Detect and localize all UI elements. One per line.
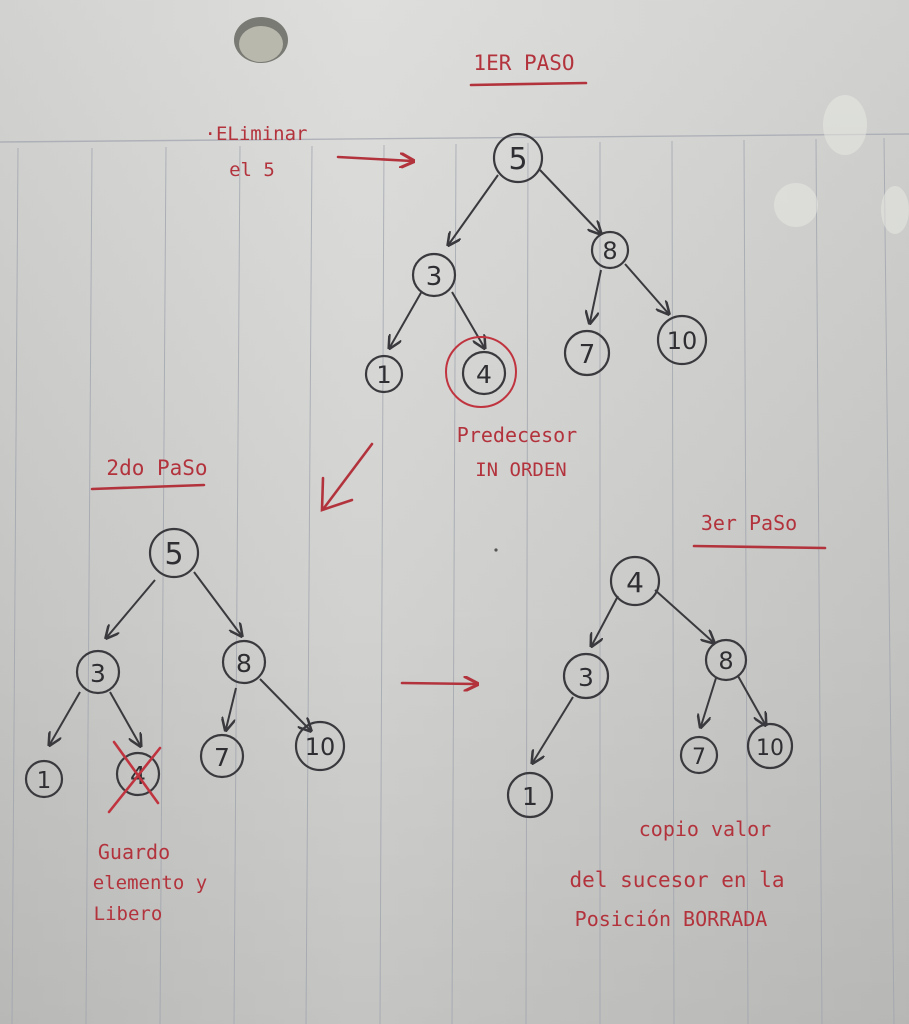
tree-node-highlighted: 4 [461,350,507,396]
svg-text:3: 3 [426,262,443,292]
tape-residue [774,95,909,234]
predecesor-note-line1: Predecesor [457,423,577,447]
svg-text:4: 4 [626,566,644,599]
tree-node: 8 [704,638,748,682]
pencil-dot [494,548,498,552]
step3-underline [692,544,827,550]
tree-node: 10 [746,722,794,770]
tree-node: 10 [656,314,708,366]
step2-underline [90,483,206,491]
tree-node: 7 [563,329,611,377]
svg-text:1: 1 [522,782,538,811]
tree-node: 3 [562,652,610,700]
svg-text:3: 3 [578,663,594,692]
tree-node: 1 [364,354,404,394]
svg-text:7: 7 [692,745,706,770]
arrow-down-left-icon [322,442,374,510]
svg-text:10: 10 [667,327,698,355]
svg-text:8: 8 [236,649,252,678]
svg-text:5: 5 [164,537,183,572]
eliminar-note-line1: ·ELiminar [205,123,308,145]
tree-step3: 4 3 8 1 7 10 [506,555,794,819]
svg-text:1: 1 [37,768,52,794]
eliminar-note-line2: el 5 [229,159,275,181]
step3-heading: 3er PaSo [701,511,797,535]
tree-node: 1 [24,759,64,799]
tree-node: 3 [75,649,121,695]
svg-text:7: 7 [214,743,230,772]
svg-text:10: 10 [305,733,336,761]
svg-text:8: 8 [602,237,617,265]
arrow-right-icon [336,157,412,161]
step2-heading: 2do PaSo [106,456,207,480]
ruled-lines [0,133,909,1024]
copio-note-line2: del sucesor en la [570,868,785,892]
cross-mark-icon [107,740,162,814]
punch-hole-icon [234,17,288,63]
tree-node: 4 [609,555,661,607]
svg-text:3: 3 [90,659,106,688]
svg-text:10: 10 [756,736,784,761]
tree-node: 1 [506,771,554,819]
step1-underline [469,81,588,87]
tree-step1: 5 3 8 1 4 7 10 [364,132,708,408]
svg-text:4: 4 [476,360,492,389]
predecesor-note-line2: IN ORDEN [475,459,567,481]
svg-text:1: 1 [376,361,391,389]
svg-text:8: 8 [718,647,733,675]
highlight-ring [445,336,517,408]
tree-node: 8 [221,639,267,685]
tree-node: 8 [590,230,630,270]
copio-note-line1: copio valor [639,817,771,841]
tree-step2: 5 3 8 1 4 7 10 [24,527,346,814]
tree-node: 3 [411,252,457,298]
guardo-note-line1: Guardo [98,840,170,864]
svg-text:7: 7 [579,340,596,370]
tree-node: 5 [148,527,200,579]
guardo-note-line3: Libero [94,903,163,925]
tree-node: 7 [199,733,245,779]
guardo-note-line2: elemento y [93,872,207,894]
arrow-right-icon [400,683,476,684]
copio-note-line3: Posición BORRADA [575,907,768,931]
tree-node: 7 [679,735,719,775]
svg-text:5: 5 [508,142,527,177]
step1-heading: 1ER PASO [473,51,574,75]
tree-node: 5 [492,132,544,184]
tree-node: 10 [294,720,346,772]
